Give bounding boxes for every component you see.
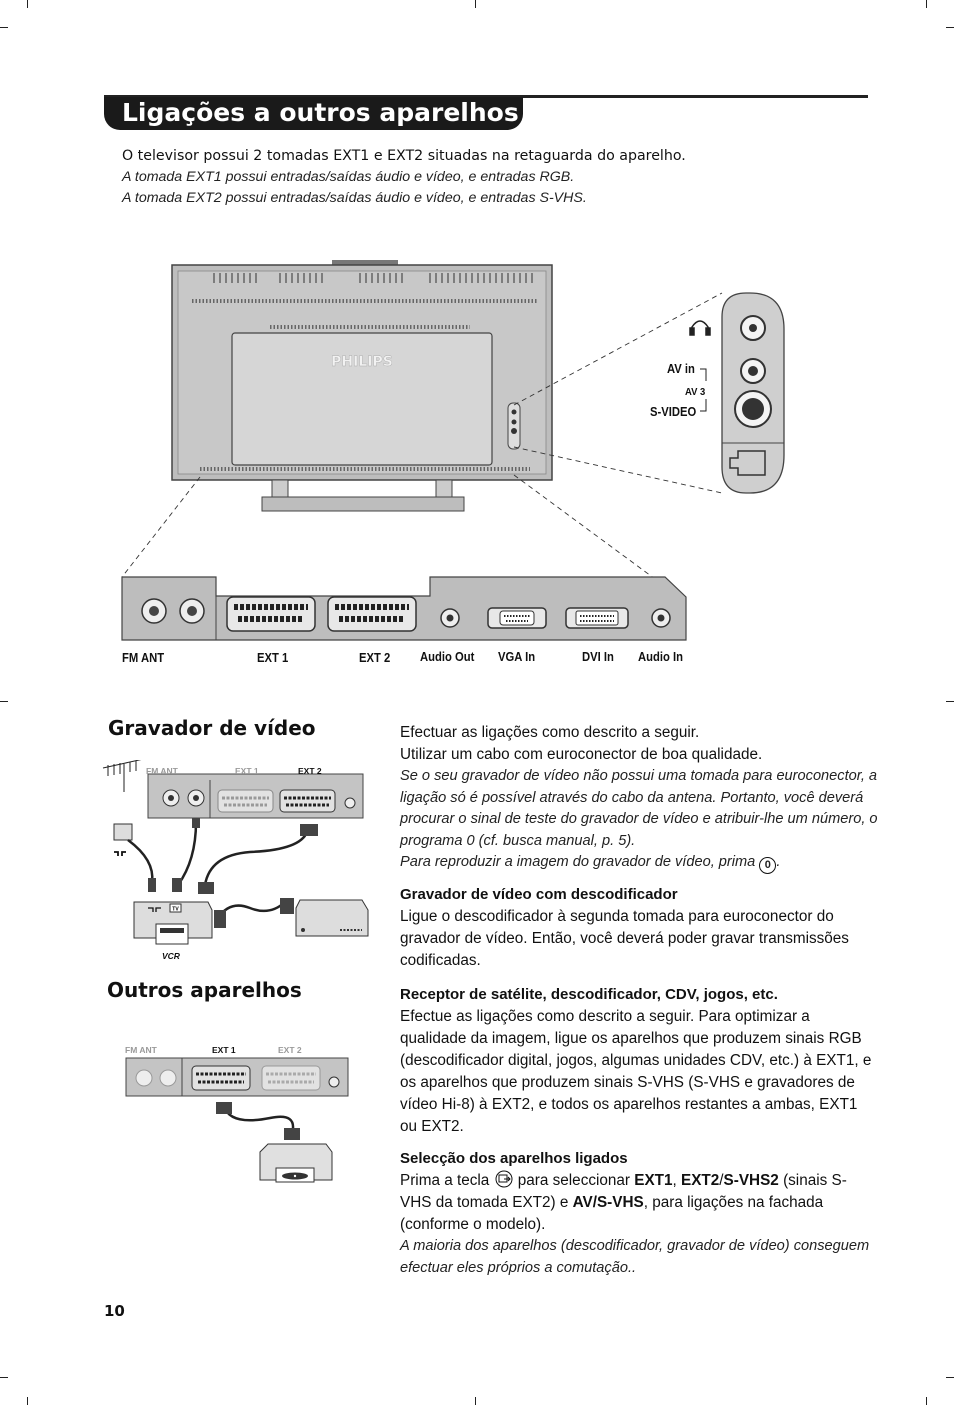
other-text: Receptor de satélite, descodificador, CD… (400, 984, 878, 1279)
sel-mid: para seleccionar (517, 1172, 631, 1189)
vcr-text: Efectuar as ligações como descrito a seg… (400, 722, 878, 972)
crop-mark (0, 27, 8, 28)
source-select-icon (495, 1170, 513, 1188)
page-number: 10 (104, 1302, 125, 1320)
decoder-title: Gravador de vídeo com descodificador (400, 886, 678, 903)
sel-end: , para ligações na fachada (conforme o m… (400, 1194, 824, 1233)
crop-mark (946, 1377, 954, 1378)
tv-rear-diagram: PHILIPS (121, 260, 785, 641)
audio-in-label: Audio In (638, 650, 683, 664)
crop-mark (0, 701, 8, 702)
vcr-it2: Para reproduzir a imagem do gravador de … (400, 854, 756, 870)
other-connection-diagram (125, 1057, 349, 1183)
tv-mini-label: TV (172, 907, 179, 913)
other-heading: Outros aparelhos (107, 978, 302, 1002)
crop-mark (0, 1377, 8, 1378)
other-ext2-label: EXT 2 (278, 1045, 302, 1055)
crop-mark (926, 1397, 927, 1405)
av3-label: AV 3 (685, 386, 706, 398)
crop-mark (475, 0, 476, 8)
vcr-p2: Utilizar um cabo com euroconector de boa… (400, 746, 763, 763)
vcr-p1: Efectuar as ligações como descrito a seg… (400, 724, 700, 741)
sel-title: Selecção dos aparelhos ligados (400, 1150, 628, 1167)
vcr-heading: Gravador de vídeo (108, 716, 316, 740)
vcr-ext1-label: EXT 1 (235, 766, 259, 776)
intro-line-2: A tomada EXT1 possui entradas/saídas áud… (122, 169, 575, 185)
vcr-fm-ant-label: FM ANT (146, 766, 178, 776)
crop-mark (27, 0, 28, 8)
av-in-label: AV in (667, 362, 695, 376)
headphone-icon (689, 320, 711, 336)
vcr-label: VCR (162, 951, 180, 961)
sel-avsvhs: AV/S-VHS (572, 1194, 644, 1211)
vga-in-label: VGA In (498, 650, 536, 664)
key-0-icon: 0 (759, 857, 777, 874)
sel-text: Prima a tecla para seleccionar EXT1, EXT… (400, 1170, 847, 1233)
sel-ext2: EXT2 (681, 1172, 720, 1189)
aerial-icon (102, 760, 142, 792)
other-fm-ant-label: FM ANT (125, 1045, 157, 1055)
fm-ant-label: FM ANT (122, 651, 165, 665)
vcr-connection-diagram: TV (102, 760, 369, 945)
sel-svhs2: S-VHS2 (723, 1172, 779, 1189)
svideo-label: S-VIDEO (650, 405, 697, 419)
vcr-it1: Se o seu gravador de vídeo não possui um… (400, 768, 878, 849)
dvi-in-label: DVI In (582, 650, 614, 664)
intro-text: O televisor possui 2 tomadas EXT1 e EXT2… (122, 146, 882, 209)
intro-line-3: A tomada EXT2 possui entradas/saídas áud… (122, 190, 587, 206)
other-ext1-label: EXT 1 (212, 1045, 236, 1055)
sel-ext1: EXT1 (634, 1172, 673, 1189)
crop-mark (27, 1397, 28, 1405)
title-rule (104, 95, 868, 98)
switch-note: A maioria dos aparelhos (descodificador,… (400, 1238, 870, 1276)
crop-mark (926, 0, 927, 8)
crop-mark (946, 27, 954, 28)
sat-title: Receptor de satélite, descodificador, CD… (400, 986, 778, 1003)
crop-mark (946, 701, 954, 702)
brand-logo: PHILIPS (331, 354, 393, 370)
ext1-label: EXT 1 (257, 651, 289, 665)
sel-after: (sinais S-VHS da tomada EXT2) e (400, 1172, 847, 1211)
page-title: Ligações a outros aparelhos (104, 97, 523, 130)
crop-mark (475, 1397, 476, 1405)
audio-out-label: Audio Out (420, 650, 475, 664)
sel-pre: Prima a tecla (400, 1172, 490, 1189)
decoder-text: Ligue o descodificador à segunda tomada … (400, 908, 849, 969)
vcr-ext2-label: EXT 2 (298, 766, 322, 776)
intro-line-1: O televisor possui 2 tomadas EXT1 e EXT2… (122, 148, 686, 164)
sat-text: Efectue as ligações como descrito a segu… (400, 1008, 872, 1135)
ext2-label: EXT 2 (359, 651, 391, 665)
